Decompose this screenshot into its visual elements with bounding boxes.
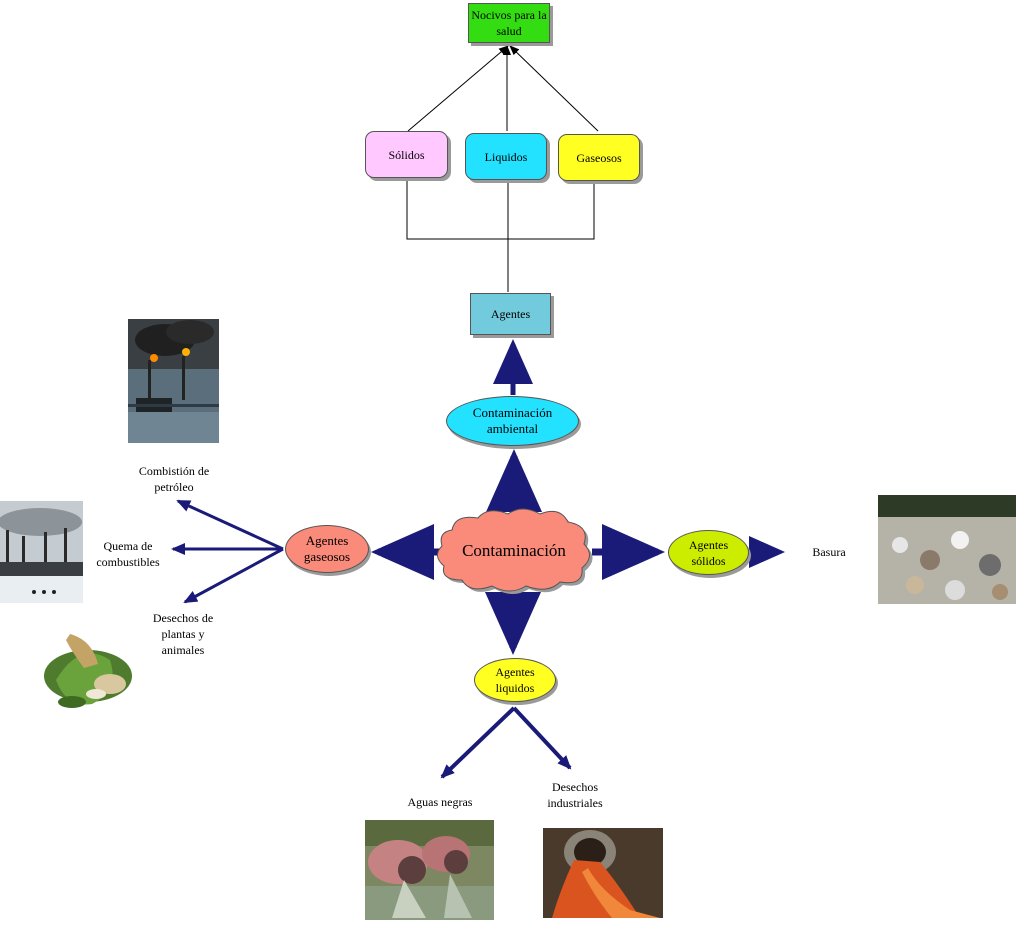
factory-chimneys-photo (0, 501, 83, 603)
agentes-gaseosos-label: Agentes gaseosos (303, 533, 351, 564)
contaminacion-label: Contaminación (462, 541, 566, 560)
contaminacion-ambiental-label: Contaminación ambiental (472, 405, 553, 436)
basura-label: Basura (812, 545, 846, 559)
sewage-pipes-photo (365, 820, 494, 920)
nocivos-box: Nocivos para la salud (468, 3, 550, 43)
plant-waste-clipart (44, 634, 132, 708)
gaseosos-label: Gaseosos (576, 150, 622, 165)
connector-lines-top (406, 45, 599, 292)
agentes-solidos-ellipse: Agentes sólidos (668, 530, 749, 575)
contaminacion-cloud (437, 508, 593, 594)
quema-combustibles-label: Quema de combustibles (96, 539, 160, 569)
liquidos-label: Liquidos (484, 149, 528, 164)
liquid-branch-arrows (440, 706, 572, 779)
solidos-label: Sólidos (388, 147, 425, 162)
agentes-label: Agentes (490, 307, 531, 321)
liquidos-box: Liquidos (465, 133, 547, 180)
agentes-liquidos-label: Agentes liquidos (495, 665, 535, 695)
industrial-waste-photo (543, 828, 663, 918)
aguas-negras-label: Aguas negras (407, 795, 473, 809)
oil-platform-photo (128, 319, 219, 443)
desechos-industriales-label: Desechos industriales (547, 780, 603, 810)
agentes-gaseosos-ellipse: Agentes gaseosos (285, 525, 369, 573)
gaseous-branch-arrows (171, 499, 284, 604)
combustion-petroleo-label: Combistión de petróleo (138, 464, 210, 494)
contaminacion-ambiental-ellipse: Contaminación ambiental (446, 396, 579, 446)
main-arrows (371, 339, 785, 655)
desechos-plantas-label: Desechos de plantas y animales (152, 611, 214, 657)
agentes-solidos-label: Agentes sólidos (688, 537, 729, 568)
garbage-dump-photo (878, 495, 1016, 604)
solidos-box: Sólidos (365, 131, 448, 178)
gaseosos-box: Gaseosos (558, 134, 640, 181)
agentes-liquidos-ellipse: Agentes liquidos (474, 658, 556, 702)
agentes-box: Agentes (470, 293, 551, 335)
nocivos-label: Nocivos para la salud (471, 8, 547, 38)
